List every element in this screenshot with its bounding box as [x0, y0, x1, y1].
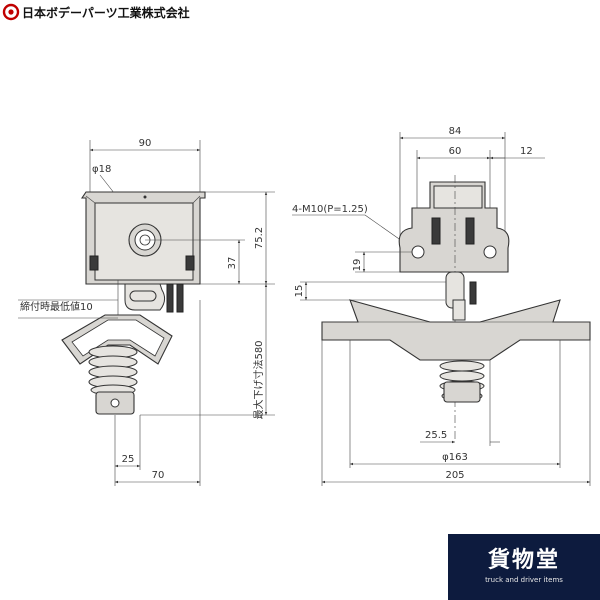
right-view: 84 60 12 4-M10(P=1.25) 19 15: [292, 126, 591, 486]
dim-height-15: 15: [294, 285, 305, 298]
dim-width-205: 205: [445, 470, 464, 481]
shop-tagline: truck and driver items: [485, 576, 563, 584]
dim-width-60: 60: [449, 146, 462, 157]
shop-logo: 貨物堂 truck and driver items: [448, 534, 600, 600]
dim-max-hang-580: 最大下げ寸法580: [252, 340, 265, 419]
dim-min-tight: 締付時最低値10: [20, 300, 93, 313]
left-view: 90 φ18: [18, 138, 275, 486]
spring-coil: [88, 345, 138, 396]
dim-plate-dia-163: φ163: [442, 452, 468, 463]
dim-offset-25-5: 25.5: [425, 430, 447, 441]
dim-width-84: 84: [449, 126, 462, 137]
dim-width-90: 90: [139, 138, 152, 149]
shop-name: 貨物堂: [487, 547, 560, 573]
maker-logo: 日本ボデーパーツ工業株式会社: [2, 3, 190, 21]
spring-plate: [321, 299, 591, 361]
dim-height-37: 37: [227, 257, 238, 270]
bolt-hole-left: [411, 245, 425, 259]
dim-thread: 4-M10(P=1.25): [292, 204, 368, 215]
dim-hole-dia: φ18: [92, 164, 111, 175]
right-bottom-nut: [443, 381, 481, 403]
dim-height-19: 19: [352, 259, 363, 272]
bolt-hole-right: [483, 245, 497, 259]
dim-width-12: 12: [520, 146, 533, 157]
dim-width-70: 70: [152, 470, 165, 481]
maker-name: 日本ボデーパーツ工業株式会社: [22, 5, 190, 20]
dim-height-75-2: 75.2: [254, 227, 265, 249]
dim-offset-25: 25: [122, 454, 135, 465]
